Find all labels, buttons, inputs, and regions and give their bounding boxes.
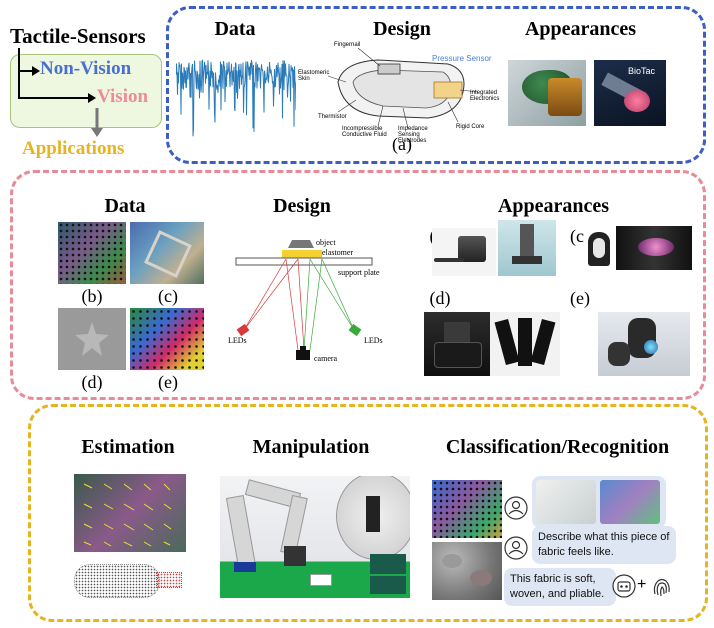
top-appearances-title: Appearances (524, 18, 637, 40)
data-caption-d: (d) (81, 372, 103, 392)
appearance-caption-d: (d) (429, 288, 451, 308)
label-camera: camera (314, 354, 338, 363)
user-icon-2 (504, 536, 528, 560)
manipulation-title: Manipulation (252, 436, 370, 458)
classification-title: Classification/Recognition (445, 436, 670, 458)
legend-non-vision-label: Non-Vision (40, 58, 132, 79)
mid-data-title: Data (104, 195, 146, 217)
optical-design-schematic: object elastomer support plate LEDs LEDs… (226, 232, 386, 372)
multi-finger-gripper-photo (490, 312, 560, 376)
gelsight-robot-photo (498, 220, 556, 276)
appearance-caption-e: (e) (570, 288, 590, 308)
answer-bubble: This fabric is soft, woven, and pliable. (504, 568, 616, 606)
label-elastomeric-skin: Elastomeric Skin (298, 70, 330, 82)
label-support-plate: support plate (338, 268, 380, 277)
biotac-design-drawing: Fingernail Elastomeric Skin Pressure Sen… (298, 42, 508, 144)
robot-hand-photo (598, 312, 690, 376)
mid-design-title: Design (273, 195, 331, 217)
label-fingernail: Fingernail (334, 42, 361, 48)
label-integrated-electronics: Integrated Electronics (470, 90, 500, 102)
gelsight-mini-sensor-photo (424, 312, 490, 376)
non-vision-panel (166, 6, 706, 164)
label-leds-right: LEDs (364, 336, 383, 345)
user-icon (504, 496, 528, 520)
legend-arrows (18, 48, 103, 137)
label-sensing-electrodes: Impedance Sensing Electrodes (398, 126, 428, 144)
label-elastomer: elastomer (322, 248, 354, 257)
label-rigid-core: Rigid Core (456, 124, 485, 130)
data-caption-e: (e) (158, 372, 178, 392)
robot-manipulation-photo (220, 476, 410, 598)
tactile-fabric-image (432, 480, 502, 538)
digit-sensor-photo (584, 226, 614, 270)
vision-data-image-e (130, 308, 204, 370)
biotac-label: BioTac (628, 66, 656, 76)
data-caption-b: (b) (81, 286, 103, 306)
vision-data-image-d (58, 308, 126, 370)
top-caption-a: (a) (392, 134, 412, 154)
gelsight-sensor-photo (432, 228, 496, 276)
question-bubble: Describe what this piece of fabric feels… (532, 526, 676, 564)
label-conductive-fluid: Incompressible Conductive Fluid (342, 126, 387, 138)
label-pressure-sensor: Pressure Sensor (432, 54, 492, 63)
vision-data-image-b (58, 222, 126, 284)
mid-appearances-title: Appearances (497, 195, 610, 217)
image-bubble (532, 476, 666, 528)
taxonomy-legend: Tactile-Sensors Non-Vision Vision Applic… (0, 20, 175, 170)
fabric-photo (432, 542, 502, 600)
label-object: object (316, 238, 336, 247)
top-design-title: Design (373, 18, 431, 40)
plus-sign: + (637, 576, 647, 593)
bubble-fabric-photo (536, 480, 596, 524)
bubble-tactile-photo (600, 480, 660, 524)
legend-vision-label: Vision (97, 86, 149, 107)
point-cloud-bottle (70, 556, 186, 602)
tactile-signal-plot (176, 59, 296, 137)
vision-panel (10, 170, 706, 400)
estimation-title: Estimation (81, 436, 175, 458)
digit-gripper-photo (616, 226, 692, 270)
robot-icon (612, 574, 636, 598)
legend-root-label: Tactile-Sensors (10, 24, 146, 48)
fingerprint-icon (653, 578, 670, 597)
label-leds-left: LEDs (228, 336, 247, 345)
label-thermistor: Thermistor (318, 114, 347, 120)
biotac-robot-photo: BioTac (594, 60, 666, 126)
force-field-image (74, 474, 186, 552)
legend-applications-label: Applications (22, 138, 125, 159)
legend-green-box (10, 54, 162, 128)
biotac-finger-photo (508, 60, 586, 126)
vision-data-image-c (130, 222, 204, 284)
top-data-title: Data (214, 18, 256, 40)
applications-panel (28, 404, 708, 622)
data-caption-c: (c) (158, 286, 178, 306)
